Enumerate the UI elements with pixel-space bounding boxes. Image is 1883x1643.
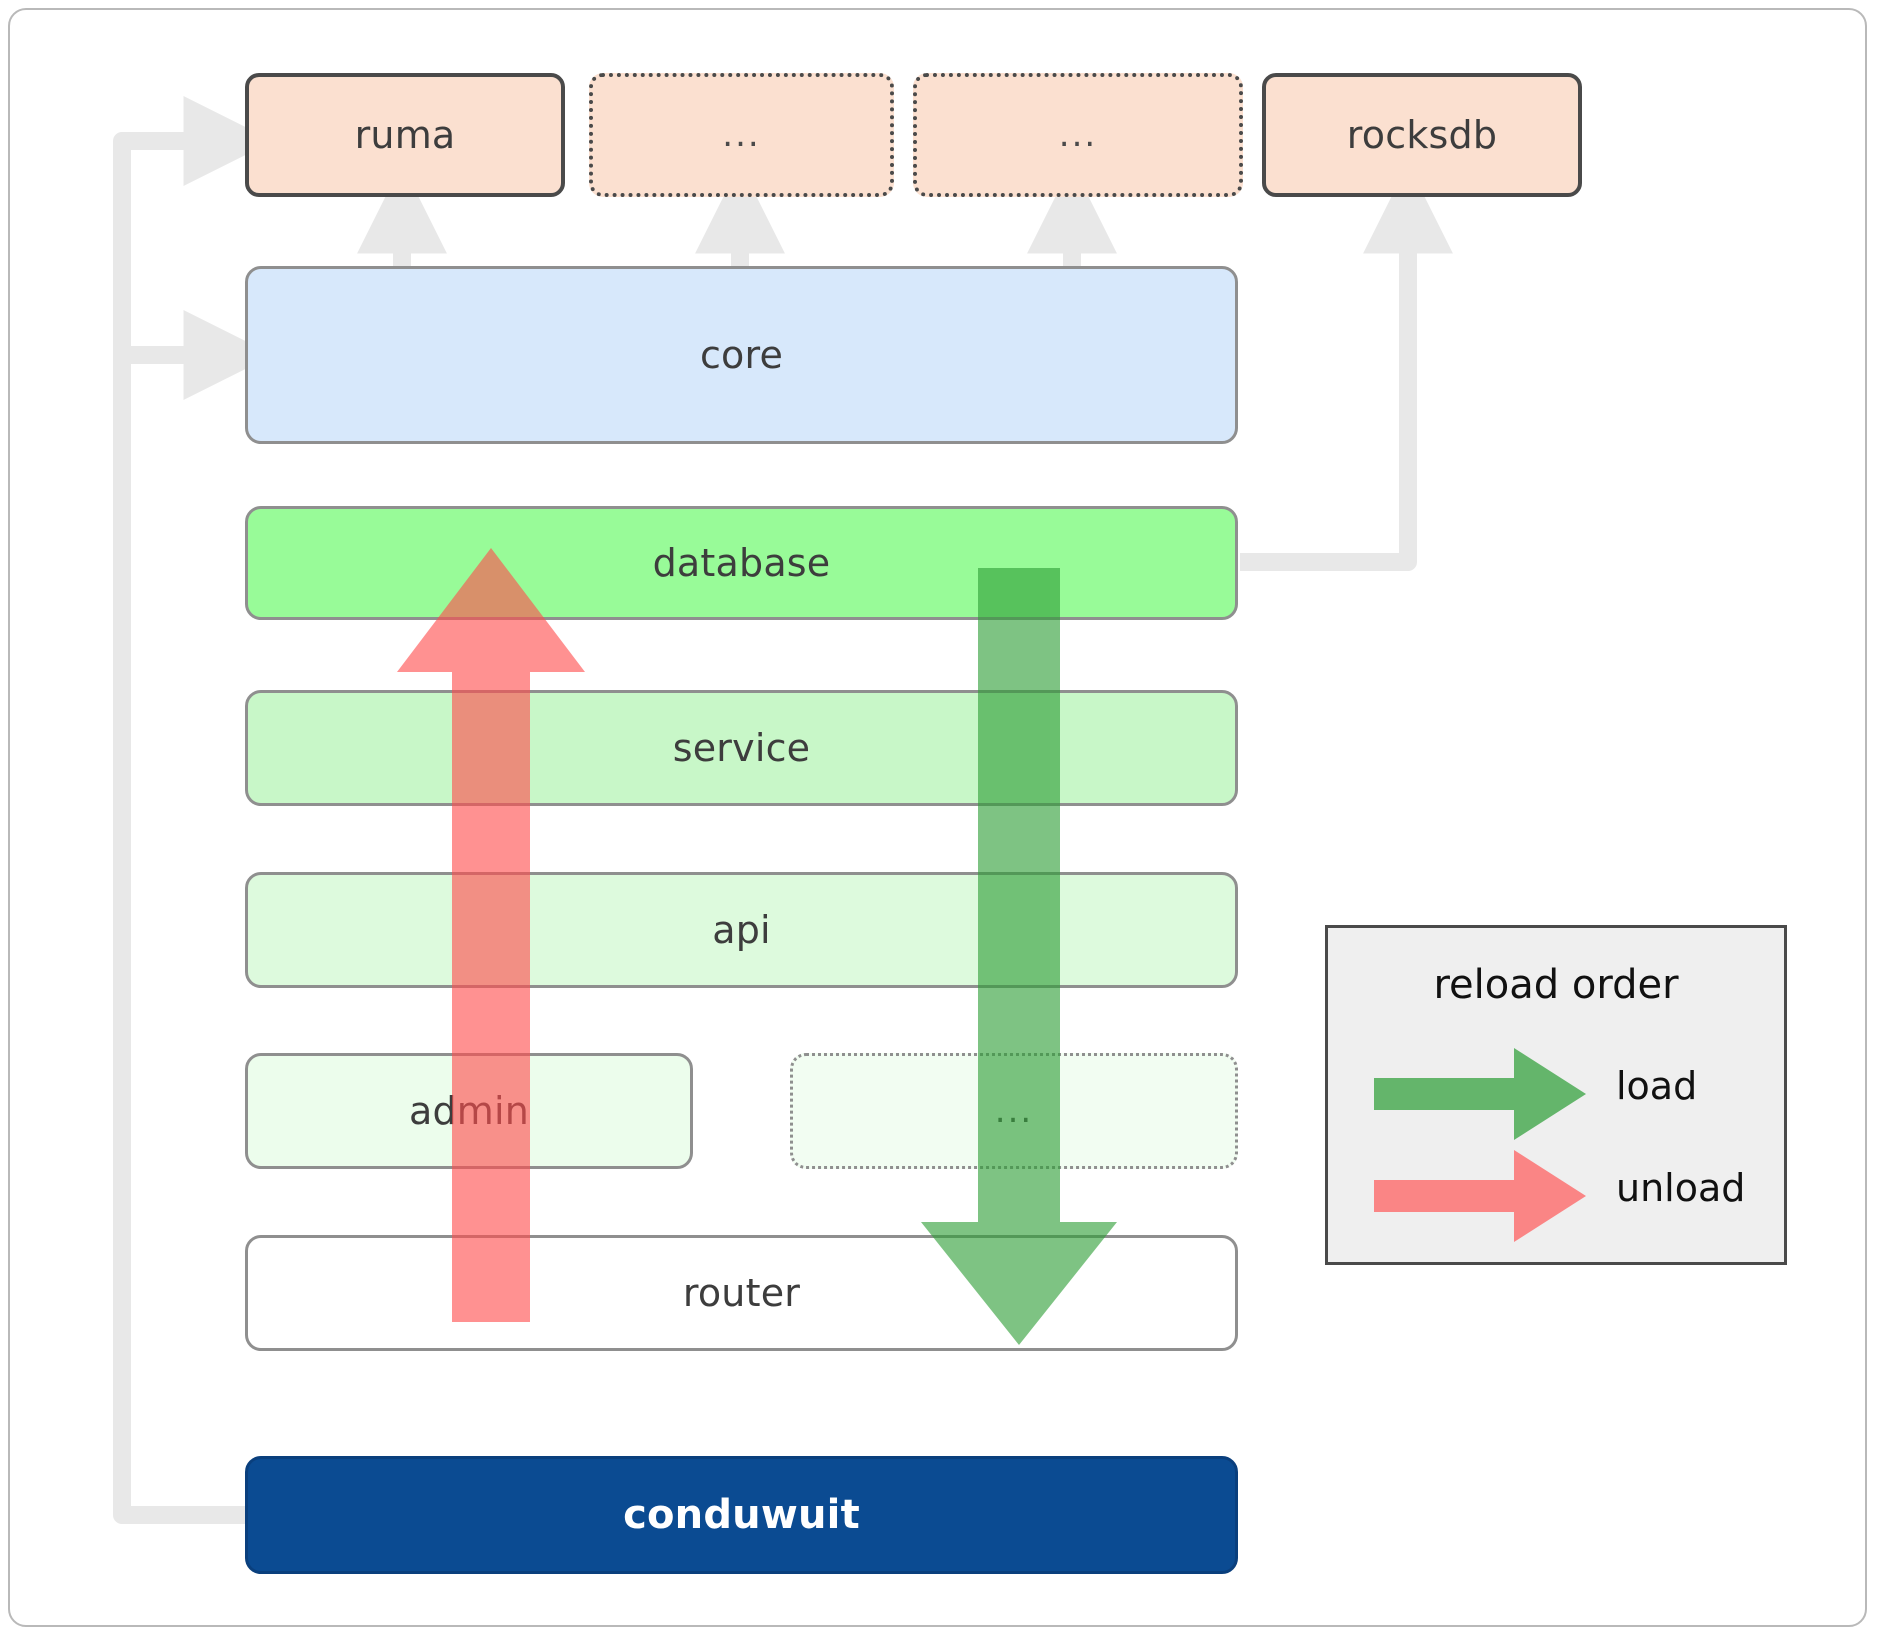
node-stack-placeholder[interactable]: ... [790, 1053, 1238, 1169]
node-external-placeholder-1[interactable]: ... [589, 73, 894, 197]
legend-row-unload: unload [1328, 1146, 1784, 1246]
node-label: conduwuit [623, 1492, 860, 1538]
node-conduwuit[interactable]: conduwuit [245, 1456, 1238, 1574]
node-api[interactable]: api [245, 872, 1238, 988]
node-service[interactable]: service [245, 690, 1238, 806]
legend-row-load: load [1328, 1044, 1784, 1144]
legend-load-arrow-icon [1374, 1048, 1586, 1140]
node-label: rocksdb [1346, 113, 1498, 157]
node-database[interactable]: database [245, 506, 1238, 620]
node-label: ruma [354, 113, 456, 157]
node-admin[interactable]: admin [245, 1053, 693, 1169]
node-label: router [682, 1271, 801, 1315]
node-core[interactable]: core [245, 266, 1238, 444]
legend-unload-arrow-icon [1374, 1150, 1586, 1242]
node-ruma[interactable]: ruma [245, 73, 565, 197]
node-label: service [672, 726, 811, 770]
node-label: ... [722, 115, 761, 155]
node-external-placeholder-2[interactable]: ... [913, 73, 1243, 197]
legend-panel: reload order load unload [1325, 925, 1787, 1265]
node-router[interactable]: router [245, 1235, 1238, 1351]
node-label: core [699, 333, 784, 377]
node-label: ... [994, 1091, 1034, 1131]
node-rocksdb[interactable]: rocksdb [1262, 73, 1582, 197]
node-label: api [712, 908, 771, 952]
legend-load-label: load [1616, 1064, 1698, 1108]
legend-unload-label: unload [1616, 1166, 1746, 1210]
diagram-frame [8, 8, 1867, 1627]
legend-title: reload order [1433, 962, 1679, 1008]
node-label: ... [1058, 115, 1098, 155]
node-label: database [652, 541, 831, 585]
node-label: admin [408, 1089, 530, 1133]
